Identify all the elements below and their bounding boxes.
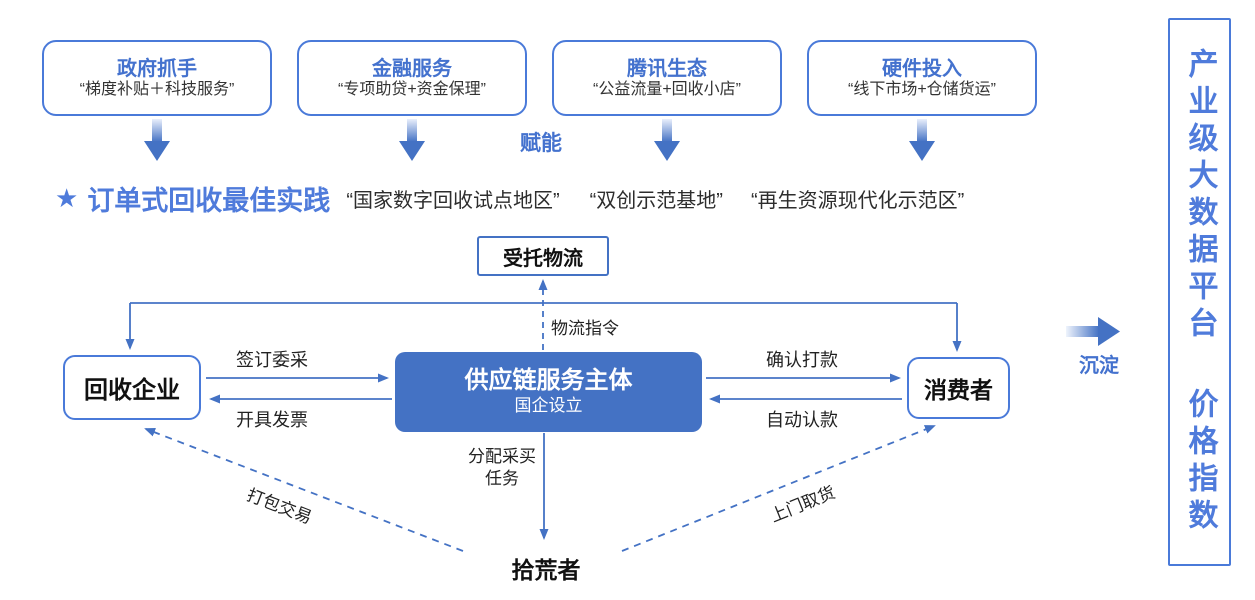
enabler-arrow-4 <box>909 119 935 161</box>
recycler-node: 回收企业 <box>63 355 201 420</box>
hub-subtitle: 国企设立 <box>514 395 583 415</box>
consumer-node: 消费者 <box>907 357 1010 419</box>
door-pickup-label: 上门取货 <box>767 482 838 526</box>
platform-vertical-text: 产业级大数据平台 价格指数 <box>1183 48 1217 536</box>
scavenger-node: 拾荒者 <box>511 557 581 583</box>
confirm-pay-label: 确认打款 <box>766 350 838 370</box>
door-pickup-arrow <box>621 425 936 552</box>
sign-label: 签订委采 <box>236 350 308 370</box>
enabler-subtitle: “专项助贷+资金保理” <box>337 80 486 98</box>
pack-trade-label: 打包交易 <box>244 485 315 528</box>
practice-row: ★ 订单式回收最佳实践 “国家数字回收试点地区” “双创示范基地” “再生资源现… <box>55 179 964 218</box>
enabler-subtitle: “线下市场+仓储货运” <box>847 80 996 98</box>
pack-trade-arrow <box>144 428 464 552</box>
enabler-title: 腾讯生态 <box>627 57 707 80</box>
enabler-subtitle: “公益流量+回收小店” <box>592 80 741 98</box>
assign-task-line1: 分配采买 <box>468 447 536 466</box>
enabler-box-government: 政府抓手 “梯度补贴＋科技服务” <box>42 40 272 116</box>
enabler-box-finance: 金融服务 “专项助贷+资金保理” <box>297 40 527 116</box>
enabler-subtitle: “梯度补贴＋科技服务” <box>79 80 235 98</box>
enabler-arrow-2 <box>399 119 425 161</box>
enabler-arrow-3 <box>654 119 680 161</box>
practice-title: 订单式回收最佳实践 <box>87 186 331 216</box>
supply-chain-hub-node: 供应链服务主体 国企设立 <box>395 352 702 432</box>
invoice-label: 开具发票 <box>236 410 308 430</box>
assign-task-line2: 任务 <box>485 469 519 489</box>
platform-panel: 产业级大数据平台 价格指数 <box>1168 18 1231 566</box>
practice-badge: “双创示范基地” <box>589 190 723 212</box>
enabler-title: 金融服务 <box>372 57 452 80</box>
platform-line1: 产业级大数据平台 <box>1183 48 1217 345</box>
practice-badge: “再生资源现代化示范区” <box>750 190 965 212</box>
sediment-label: 沉淀 <box>1079 355 1119 377</box>
practice-badge: “国家数字回收试点地区” <box>346 190 560 212</box>
empower-label: 赋能 <box>520 132 562 155</box>
enabler-box-hardware: 硬件投入 “线下市场+仓储货运” <box>807 40 1037 116</box>
enabler-title: 政府抓手 <box>117 57 197 80</box>
logistics-node: 受托物流 <box>477 236 609 276</box>
sediment-arrow <box>1066 317 1120 346</box>
assign-task-label: 分配采买 任务 <box>462 446 542 490</box>
auto-claim-label: 自动认款 <box>766 410 838 430</box>
platform-line2: 价格指数 <box>1183 387 1217 536</box>
star-icon: ★ <box>55 183 79 213</box>
enabler-box-tencent: 腾讯生态 “公益流量+回收小店” <box>552 40 782 116</box>
enabler-title: 硬件投入 <box>882 57 962 80</box>
logistics-command-label: 物流指令 <box>551 319 619 338</box>
enabler-arrow-1 <box>144 119 170 161</box>
hub-title: 供应链服务主体 <box>464 367 633 395</box>
